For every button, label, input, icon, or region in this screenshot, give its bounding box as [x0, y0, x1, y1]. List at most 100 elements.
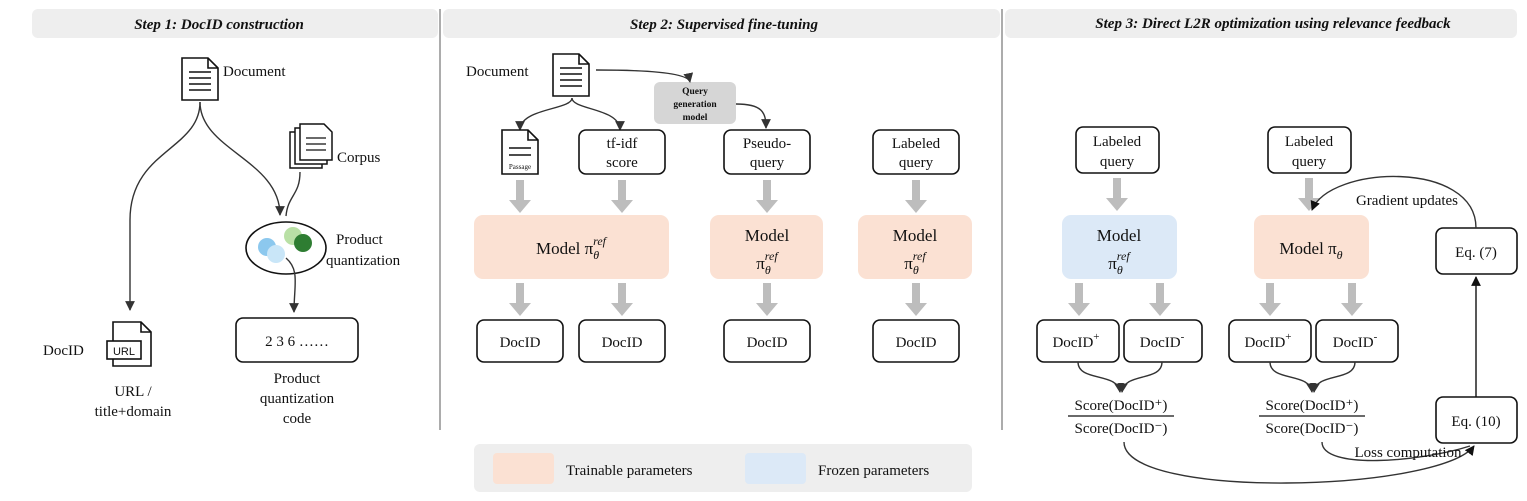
step2-header: Step 2: Supervised fine-tuning — [630, 17, 818, 33]
query-generation-model-box — [654, 82, 736, 124]
ref-neg-to-score-arrow — [1118, 361, 1163, 393]
policy-to-docid-pos-arrow — [1259, 283, 1281, 316]
pq-code-text: 2 3 6 …… — [265, 334, 329, 350]
step2-model-pseudo — [710, 215, 823, 279]
step2-document-label: Document — [466, 64, 529, 80]
ref-to-eq10-curve — [1123, 441, 1475, 484]
qgen-to-pseudo-arrow — [735, 103, 771, 129]
url-file-icon — [106, 321, 152, 367]
model-to-docid-arrow-4 — [905, 283, 927, 316]
corpus-label: Corpus — [337, 150, 381, 166]
pseudo-line-2: query — [750, 155, 785, 171]
pseudo-to-model-arrow — [756, 180, 778, 213]
doc-to-docid-arrow — [125, 101, 201, 311]
step3-policy-docid-neg-box — [1315, 319, 1399, 363]
step2-model-large — [474, 215, 669, 279]
legend-panel — [474, 444, 972, 492]
labeled-to-model-arrow — [905, 180, 927, 213]
step2-model-pseudo-symbol: πθref — [756, 249, 779, 277]
step1-header: Step 1: DocID construction — [134, 17, 304, 33]
tfidf-line-2: score — [606, 155, 638, 171]
pq-to-code-arrow — [285, 257, 299, 313]
ref-to-docid-pos-arrow — [1068, 283, 1090, 316]
doc-to-passage-arrow — [515, 97, 573, 131]
pq-label-1: Product — [336, 232, 383, 248]
policy-score-neg: Score(DocID⁻) — [1266, 421, 1359, 437]
step3-policy-model-label: Model πθ — [1279, 239, 1342, 262]
step3-query-to-policy-arrow — [1298, 178, 1320, 211]
code-caption-2: quantization — [260, 391, 335, 407]
step3-query-to-ref-arrow — [1106, 178, 1128, 211]
passage-to-model-arrow — [509, 180, 531, 213]
loss-computation-label: Loss computation — [1354, 445, 1462, 461]
pq-label-2: quantization — [326, 253, 401, 269]
qgen-line-2: generation — [673, 100, 717, 110]
qgen-line-1: Query — [682, 87, 708, 97]
pq-code-box — [235, 317, 359, 363]
policy-pos-to-score-arrow — [1269, 361, 1316, 393]
policy-score-pos: Score(DocID⁺) — [1266, 398, 1359, 414]
step3-labeled-1-line-1: Labeled — [1093, 134, 1142, 150]
step2-docid-4: DocID — [896, 335, 937, 351]
model-to-docid-arrow-3 — [756, 283, 778, 316]
step3-labeled-2-line-1: Labeled — [1285, 134, 1334, 150]
step3-header-bg — [1005, 9, 1517, 38]
step1-docid-label: DocID — [43, 343, 84, 359]
passage-icon — [501, 129, 539, 175]
ref-pos-to-score-arrow — [1077, 361, 1124, 393]
pq-cluster — [245, 221, 327, 275]
step3-ref-docid-pos: DocID+ — [1052, 331, 1099, 351]
step3-ref-model-word: Model — [1097, 226, 1142, 245]
policy-neg-to-score-arrow — [1310, 361, 1356, 393]
step2-docid-1: DocID — [500, 335, 541, 351]
policy-to-docid-neg-arrow — [1341, 283, 1363, 316]
ref-to-docid-neg-arrow — [1149, 283, 1171, 316]
step3-labeled-query-box-1 — [1075, 126, 1160, 174]
step2-docid-3: DocID — [747, 335, 788, 351]
step3-ref-docid-neg-box — [1123, 319, 1203, 363]
step3-ref-model — [1062, 215, 1177, 279]
step3-labeled-2-line-2: query — [1292, 154, 1327, 170]
tfidf-score-box — [578, 129, 666, 175]
step2-docid-box-4 — [872, 319, 960, 363]
legend-trainable-swatch — [493, 453, 554, 484]
step1-header-bg — [32, 9, 438, 38]
pseudo-line-1: Pseudo- — [743, 136, 791, 152]
doc-to-qgen-arrow — [595, 69, 694, 83]
step3-policy-model — [1254, 215, 1369, 279]
legend-frozen-swatch — [745, 453, 806, 484]
tfidf-to-model-arrow — [611, 180, 633, 213]
corpus-icon — [289, 123, 333, 169]
code-caption-1: Product — [274, 371, 321, 387]
step2-docid-box-2 — [578, 319, 666, 363]
model-to-docid-arrow-1 — [509, 283, 531, 316]
step1-document-label: Document — [223, 64, 286, 80]
step2-docid-2: DocID — [602, 335, 643, 351]
eq10-label: Eq. (10) — [1451, 414, 1500, 430]
corpus-to-pq-arrow — [285, 171, 301, 217]
doc-to-pq-arrow — [199, 101, 285, 216]
step2-labeled-query-box — [872, 129, 960, 175]
step3-labeled-1-line-2: query — [1100, 154, 1135, 170]
legend-frozen-label: Frozen parameters — [818, 463, 929, 479]
eq7-label: Eq. (7) — [1455, 245, 1497, 261]
step3-header: Step 3: Direct L2R optimization using re… — [1095, 16, 1451, 32]
step3-policy-docid-neg: DocID- — [1333, 331, 1378, 351]
step2-labeled-line-1: Labeled — [892, 136, 941, 152]
gradient-update-arrow — [1310, 175, 1477, 229]
qgen-line-3: model — [683, 113, 708, 123]
step2-docid-box-1 — [476, 319, 564, 363]
url-caption-2: title+domain — [95, 404, 172, 420]
step2-header-bg — [443, 9, 1000, 38]
step2-model-pseudo-word: Model — [745, 226, 790, 245]
code-caption-3: code — [283, 411, 312, 427]
step2-model-labeled-word: Model — [893, 226, 938, 245]
passage-label: Passage — [509, 163, 531, 171]
url-icon-text: URL — [113, 346, 135, 358]
step2-model-labeled — [858, 215, 972, 279]
step1-document-icon — [181, 57, 219, 101]
tfidf-line-1: tf-idf — [607, 136, 638, 152]
ref-score-pos: Score(DocID⁺) — [1075, 398, 1168, 414]
step3-policy-docid-pos: DocID+ — [1244, 331, 1291, 351]
